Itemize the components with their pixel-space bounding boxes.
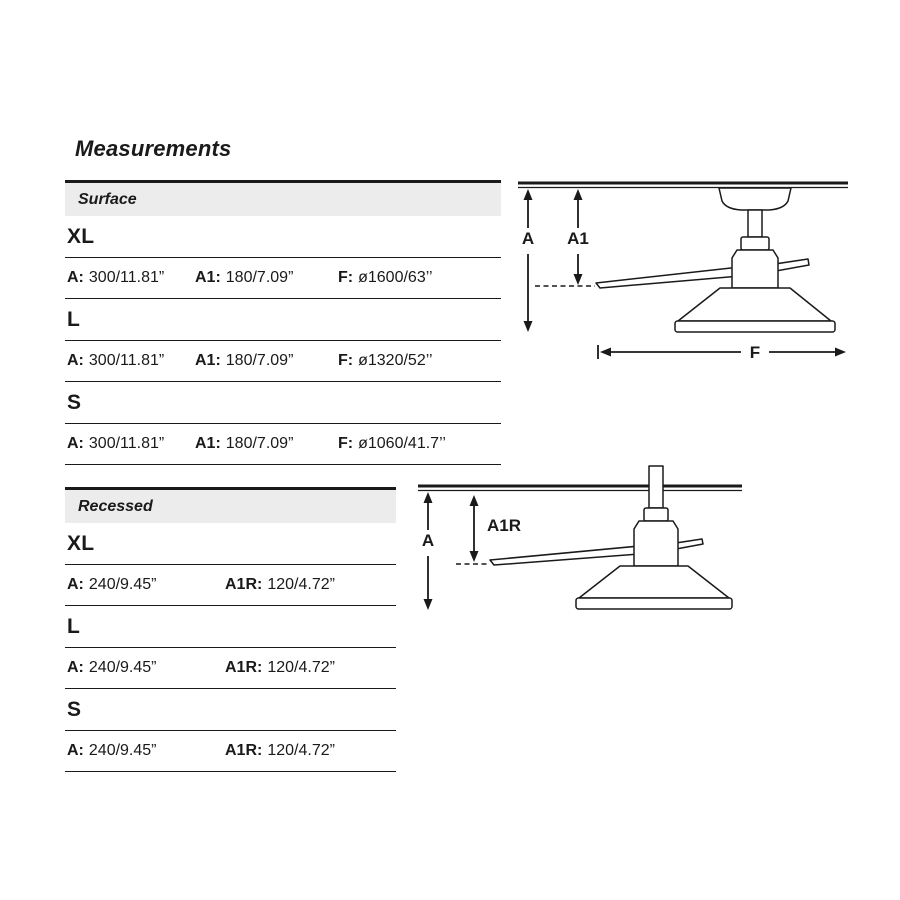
dimension-arrowheads-a — [423, 492, 433, 610]
spec-value: 180/7.09” — [225, 269, 294, 286]
size-label: S — [67, 697, 82, 721]
surface-mounting-diagram: A A1 F — [518, 181, 848, 362]
spec-pair-f: F: ø1320/52’’ — [338, 352, 433, 370]
recessed-rod — [648, 465, 664, 509]
spec-label: F: — [338, 352, 354, 369]
spec-value: 240/9.45” — [88, 659, 157, 676]
dimension-label-a: A — [522, 229, 534, 248]
spec-value: 240/9.45” — [88, 576, 157, 593]
shade-rim — [575, 597, 733, 610]
spec-label: A1R: — [225, 742, 263, 759]
spec-pair-a: A: 300/11.81” — [67, 435, 195, 453]
spec-value: 120/4.72” — [267, 576, 335, 593]
spec-label: A: — [67, 742, 84, 759]
surface-size-row-l: L — [65, 299, 501, 341]
canopy — [718, 187, 792, 211]
surface-header-label: Surface — [78, 190, 137, 208]
rod-coupling — [643, 507, 669, 522]
dimension-arrowheads-a1 — [573, 189, 583, 285]
ceiling-line — [518, 181, 848, 189]
recessed-mounting-diagram: A A1R — [418, 465, 742, 610]
surface-size-row-s: S — [65, 382, 501, 424]
recessed-size-row-l: L — [65, 606, 396, 648]
spec-label: F: — [338, 435, 354, 452]
spec-label: A: — [67, 435, 84, 452]
spec-label: A1R: — [225, 576, 263, 593]
spec-pair-f: F: ø1060/41.7’’ — [338, 435, 446, 453]
spec-label: A: — [67, 659, 84, 676]
dimension-arrow-f — [597, 345, 846, 359]
spec-pair-f: F: ø1600/63’’ — [338, 269, 433, 287]
surface-table: Surface XL A: 300/11.81” A1: 180/7.09” F… — [65, 180, 501, 465]
ceiling-line — [418, 484, 742, 492]
spec-pair-a: A: 240/9.45” — [67, 659, 225, 677]
spec-label: A1: — [195, 352, 221, 369]
spec-pair-a: A: 300/11.81” — [67, 352, 195, 370]
spec-label: A1: — [195, 269, 221, 286]
recessed-spec-row-l: A: 240/9.45” A1R: 120/4.72” — [65, 648, 396, 689]
spec-pair-a: A: 300/11.81” — [67, 269, 195, 287]
spec-value: 300/11.81” — [88, 435, 165, 452]
spec-value: 120/4.72” — [267, 742, 335, 759]
dimension-arrowheads-a1r — [469, 495, 479, 562]
spec-label: A: — [67, 269, 84, 286]
dimension-label-a: A — [422, 531, 434, 550]
spec-pair-a1: A1: 180/7.09” — [195, 269, 338, 287]
spec-pair-a1: A1: 180/7.09” — [195, 435, 338, 453]
size-label: S — [67, 390, 82, 414]
dimension-label-a1: A1 — [567, 229, 589, 248]
spec-value: 240/9.45” — [88, 742, 157, 759]
surface-spec-row-s: A: 300/11.81” A1: 180/7.09” F: ø1060/41.… — [65, 424, 501, 465]
spec-value: 120/4.72” — [267, 659, 335, 676]
size-label: XL — [67, 224, 95, 248]
fan-side-view — [595, 187, 836, 333]
shade-rim — [674, 320, 836, 333]
spec-label: A1R: — [225, 659, 263, 676]
recessed-size-row-xl: XL — [65, 523, 396, 565]
fan-side-view-recessed — [489, 465, 733, 610]
surface-size-row-xl: XL — [65, 216, 501, 258]
surface-spec-row-xl: A: 300/11.81” A1: 180/7.09” F: ø1600/63’… — [65, 258, 501, 299]
rod-coupling — [740, 236, 770, 251]
recessed-spec-row-s: A: 240/9.45” A1R: 120/4.72” — [65, 731, 396, 772]
blade-left — [489, 544, 654, 566]
downrod — [747, 209, 763, 238]
dimension-label-a1r: A1R — [487, 516, 521, 535]
surface-table-header: Surface — [65, 183, 501, 216]
spec-label: A: — [67, 352, 84, 369]
recessed-size-row-s: S — [65, 689, 396, 731]
recessed-table: Recessed XL A: 240/9.45” A1R: 120/4.72” … — [65, 487, 396, 772]
size-label: L — [67, 307, 81, 331]
spec-value: ø1320/52’’ — [358, 352, 433, 369]
spec-pair-a: A: 240/9.45” — [67, 742, 225, 760]
shade-cone — [578, 565, 730, 599]
motor-hub — [731, 249, 779, 289]
dimension-arrowheads-a — [523, 189, 533, 332]
shade-cone — [677, 287, 832, 322]
size-label: L — [67, 614, 81, 638]
recessed-spec-row-xl: A: 240/9.45” A1R: 120/4.72” — [65, 565, 396, 606]
recessed-table-header: Recessed — [65, 490, 396, 523]
spec-label: A: — [67, 576, 84, 593]
spec-value: 300/11.81” — [88, 352, 165, 369]
recessed-header-label: Recessed — [78, 497, 153, 515]
page-title: Measurements — [75, 136, 232, 161]
spec-pair-a1: A1: 180/7.09” — [195, 352, 338, 370]
size-label: XL — [67, 531, 95, 555]
blade-left — [595, 265, 753, 289]
spec-pair-a: A: 240/9.45” — [67, 576, 225, 594]
spec-pair-a1r: A1R: 120/4.72” — [225, 742, 335, 760]
spec-value: 300/11.81” — [88, 269, 165, 286]
spec-label: F: — [338, 269, 354, 286]
spec-value: ø1600/63’’ — [358, 269, 433, 286]
spec-pair-a1r: A1R: 120/4.72” — [225, 659, 335, 677]
spec-pair-a1r: A1R: 120/4.72” — [225, 576, 335, 594]
spec-value: ø1060/41.7’’ — [358, 435, 446, 452]
spec-value: 180/7.09” — [225, 435, 294, 452]
surface-spec-row-l: A: 300/11.81” A1: 180/7.09” F: ø1320/52’… — [65, 341, 501, 382]
spec-value: 180/7.09” — [225, 352, 294, 369]
motor-hub — [633, 520, 679, 567]
dimension-label-f: F — [750, 343, 760, 362]
spec-label: A1: — [195, 435, 221, 452]
